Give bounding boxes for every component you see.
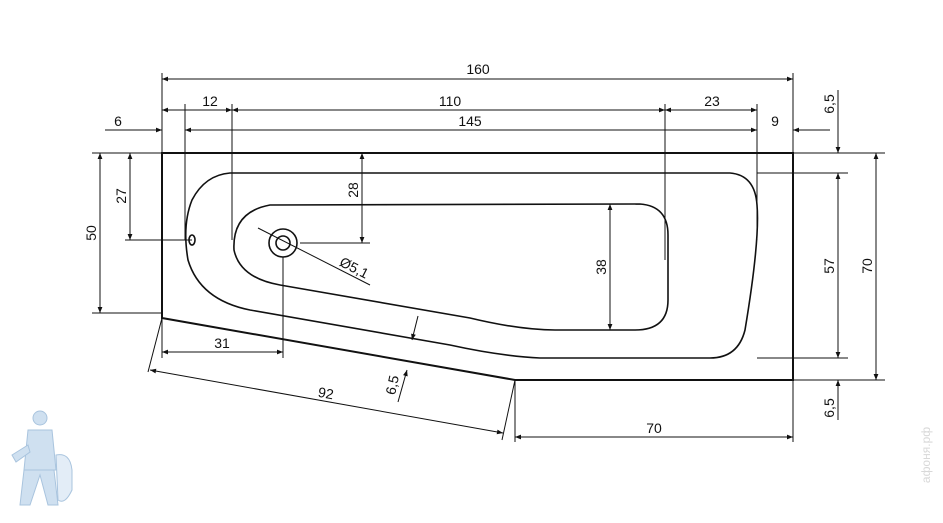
dim-27: 27: [113, 188, 129, 204]
bathtub-basin: [233, 203, 669, 331]
dim-160: 160: [466, 61, 490, 77]
dim-110: 110: [439, 93, 462, 109]
external-arrows: [105, 90, 841, 420]
plumber-logo: [11, 410, 73, 506]
dim-70-bottom: 70: [646, 420, 662, 436]
dim-6: 6: [114, 113, 122, 129]
dim-92: 92: [317, 384, 335, 403]
dim-70-right: 70: [859, 258, 875, 274]
dim-50: 50: [83, 225, 99, 241]
dim-31: 31: [214, 335, 230, 351]
dim-9: 9: [771, 113, 779, 129]
drain-outer: [268, 228, 298, 258]
extension-lines: [92, 73, 885, 442]
dim-23: 23: [704, 93, 720, 109]
dim-6-5-bottom: 6,5: [821, 398, 837, 418]
dim-57: 57: [821, 258, 837, 274]
bathtub-outline: [161, 152, 794, 381]
dim-6-5-diagonal: 6,5: [382, 374, 402, 397]
dim-6-5-top: 6,5: [821, 94, 837, 114]
watermark-text: афоня.рф: [919, 427, 933, 483]
bathtub-inner-rim: [184, 172, 759, 359]
dim-28: 28: [345, 182, 361, 198]
drain-inner: [275, 235, 291, 251]
dim-38: 38: [593, 259, 609, 275]
dimension-lines: [97, 76, 879, 440]
dim-12: 12: [202, 93, 218, 109]
dim-145: 145: [458, 113, 482, 129]
